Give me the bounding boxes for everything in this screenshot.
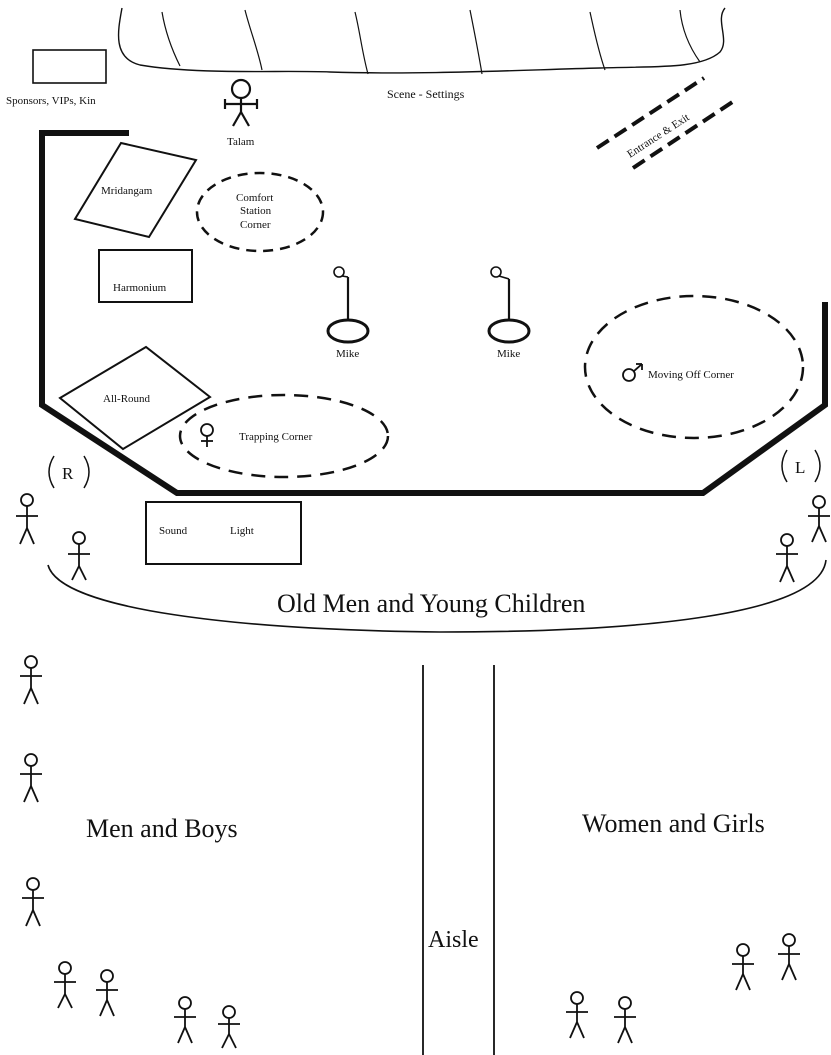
- right-marker: R: [62, 464, 74, 483]
- scene-settings-label: Scene - Settings: [387, 87, 465, 101]
- harmonium-label: Harmonium: [113, 282, 167, 294]
- person-figure: [20, 655, 42, 705]
- left-marker-paren-open: [781, 449, 788, 483]
- mridangam-label: Mridangam: [101, 185, 153, 197]
- trapping-label: Trapping Corner: [239, 431, 313, 443]
- curtain-fold: [679, 9, 701, 63]
- aisle-label: Aisle: [428, 927, 479, 953]
- comfort-label-line3: Corner: [240, 219, 271, 231]
- curtain-fold: [469, 9, 483, 75]
- person-figure: [776, 533, 798, 583]
- curtain-fold: [589, 11, 606, 71]
- right-marker-paren-close: [83, 455, 90, 489]
- all-round-box: [58, 345, 212, 451]
- stage-outline: [39, 130, 828, 496]
- old-men-arc: [47, 559, 827, 633]
- person-figure: [68, 531, 90, 581]
- talam-figure: [223, 78, 259, 127]
- left-marker-paren-close: [814, 449, 821, 483]
- harmonium-box: [98, 249, 193, 303]
- person-figure: [566, 991, 588, 1039]
- person-figure: [22, 877, 44, 927]
- moving-off-corner-ellipse: [583, 294, 805, 440]
- person-figure: [808, 495, 830, 543]
- right-marker-paren-open: [48, 455, 55, 489]
- mike-left-label: Mike: [336, 348, 359, 360]
- sponsors-box: [32, 49, 107, 84]
- comfort-label-line2: Station: [240, 205, 272, 217]
- mike-right-label: Mike: [497, 348, 520, 360]
- comfort-label-line1: Comfort: [236, 192, 273, 204]
- mike-right-stand: [487, 266, 531, 344]
- person-figure: [96, 969, 118, 1017]
- audience-figures: [16, 493, 830, 1049]
- person-figure: [778, 933, 800, 981]
- sound-light-box: [145, 501, 302, 565]
- talam-label: Talam: [227, 136, 255, 148]
- old-men-label: Old Men and Young Children: [277, 589, 585, 618]
- curtain-fold: [244, 9, 263, 71]
- female-symbol-icon: [200, 423, 214, 447]
- mridangam-box: [73, 141, 198, 239]
- entrance-line-lower: [631, 97, 739, 170]
- trapping-corner-ellipse: [178, 393, 390, 479]
- comfort-station-ellipse: [195, 171, 325, 253]
- curtain-fold: [161, 11, 181, 67]
- light-label: Light: [230, 525, 254, 537]
- male-symbol-icon: [622, 363, 643, 382]
- person-figure: [732, 943, 754, 991]
- curtain-fold: [354, 11, 369, 75]
- moving-off-label: Moving Off Corner: [648, 369, 734, 381]
- men-boys-label: Men and Boys: [86, 814, 238, 843]
- sponsors-label: Sponsors, VIPs, Kin: [6, 95, 96, 107]
- person-figure: [614, 996, 636, 1044]
- all-round-label: All-Round: [103, 393, 151, 405]
- sound-label: Sound: [159, 525, 188, 537]
- person-figure: [54, 961, 76, 1009]
- mike-left-stand: [326, 266, 370, 344]
- scene-curtain: [117, 7, 726, 74]
- women-girls-label: Women and Girls: [582, 809, 765, 838]
- person-figure: [20, 753, 42, 803]
- person-figure: [218, 1005, 240, 1049]
- person-figure: [174, 996, 196, 1044]
- left-marker: L: [795, 458, 805, 477]
- person-figure: [16, 493, 38, 545]
- entrance-line-upper: [595, 76, 706, 150]
